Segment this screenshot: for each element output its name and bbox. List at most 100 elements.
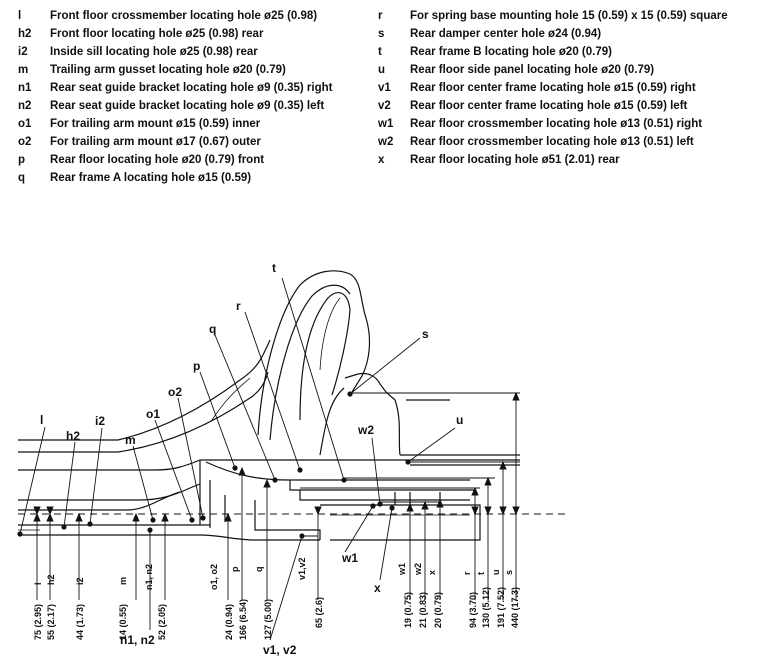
- callout-n1n2: n1, n2: [120, 633, 155, 647]
- legend-row: p Rear floor locating hole ø20 (0.79) fro…: [18, 151, 358, 169]
- legend-row: h2 Front floor locating hole ø25 (0.98) r…: [18, 25, 358, 43]
- legend-code: o1: [18, 118, 32, 130]
- legend-code: p: [18, 154, 26, 166]
- dim-value: 130 (5.12): [481, 587, 491, 628]
- legend-desc: Rear frame B locating hole ø20 (0.79): [410, 46, 612, 58]
- callout-x: x: [374, 581, 381, 595]
- legend-code: v2: [378, 100, 391, 112]
- legend-desc: Trailing arm gusset locating hole ø20 (0…: [50, 64, 286, 76]
- dim-code: v1,v2: [297, 557, 307, 580]
- hole-o2: [200, 515, 206, 521]
- dim-value: 94 (3.70): [468, 592, 478, 628]
- legend-desc: Rear frame A locating hole ø15 (0.59): [50, 172, 252, 184]
- legend-desc: For trailing arm mount ø17 (0.67) outer: [50, 136, 261, 148]
- legend-row: w1 Rear floor crossmember locating hole ø…: [378, 115, 758, 133]
- legend-row: n2 Rear seat guide bracket locating hole …: [18, 97, 358, 115]
- hole-i2: [87, 521, 93, 527]
- legend-code: n2: [18, 100, 32, 112]
- legend-desc: Inside sill locating hole ø25 (0.98) rea…: [50, 46, 258, 58]
- extension-lines: [300, 392, 520, 537]
- hole-h2: [61, 524, 67, 530]
- legend-desc: Rear floor crossmember locating hole ø13…: [410, 118, 703, 130]
- hole-w1: [370, 503, 376, 509]
- dim-value: 24 (0.94): [224, 604, 234, 640]
- legend-code: w1: [378, 118, 394, 130]
- dimension-labels: l 75 (2.95) h2 55 (2.17) i2 44 (1.73) m …: [33, 557, 520, 640]
- legend-code: q: [18, 172, 26, 184]
- hole-x: [389, 505, 395, 511]
- callout-i2: i2: [95, 414, 105, 428]
- dim-value: 75 (2.95): [33, 604, 43, 640]
- dim-value: 52 (2.05): [157, 604, 167, 640]
- dim-value: 21 (0.83): [418, 592, 428, 628]
- legend-row: q Rear frame A locating hole ø15 (0.59): [18, 169, 358, 187]
- dim-code: n1, n2: [144, 564, 154, 590]
- dim-code: s: [504, 570, 514, 575]
- dim-code: h2: [46, 574, 56, 585]
- legend-row: v1 Rear floor center frame locating hole …: [378, 79, 758, 97]
- hole-m: [150, 517, 156, 523]
- legend-code: w2: [378, 136, 394, 148]
- legend-row: n1 Rear seat guide bracket locating hole …: [18, 79, 358, 97]
- callout-w1: w1: [341, 551, 358, 565]
- legend-desc: For spring base mounting hole 15 (0.59) …: [410, 10, 728, 22]
- dim-code: q: [254, 567, 264, 573]
- legend-code: v1: [378, 82, 391, 94]
- legend-code: l: [18, 10, 22, 22]
- dim-value: 65 (2.6): [314, 597, 324, 628]
- hole-l: [17, 531, 23, 537]
- hole-v1v2: [299, 533, 305, 539]
- legend-code: m: [18, 64, 29, 76]
- legend-desc: Rear floor center frame locating hole ø1…: [410, 82, 696, 94]
- dim-value: 20 (0.79): [433, 592, 443, 628]
- dim-value: 191 (7.52): [496, 587, 506, 628]
- hole-q: [272, 477, 278, 483]
- hole-w2: [377, 501, 383, 507]
- hole-u: [405, 459, 411, 465]
- wheel-house-arch: [257, 270, 371, 436]
- callout-labels: l h2 i2 m o1 o2 p q r t s u w2 w1 x n1, …: [40, 261, 463, 657]
- callout-h2: h2: [66, 429, 80, 443]
- dim-value: 166 (6.54): [238, 599, 248, 640]
- legend-desc: Rear seat guide bracket locating hole ø9…: [50, 82, 333, 94]
- legend-row: i2 Inside sill locating hole ø25 (0.98) r…: [18, 43, 358, 61]
- callout-r: r: [236, 299, 241, 313]
- legend-code: u: [378, 64, 386, 76]
- dim-value: 55 (2.17): [46, 604, 56, 640]
- dim-code: l: [33, 582, 43, 585]
- dim-code: p: [230, 566, 240, 572]
- dim-value: 440 (17.3): [510, 587, 520, 628]
- dim-code: w2: [413, 563, 423, 576]
- dimension-lines: [33, 391, 520, 600]
- legend-desc: Rear floor locating hole ø20 (0.79) fron…: [50, 154, 265, 166]
- callout-s: s: [422, 327, 429, 341]
- hole-p: [232, 465, 238, 471]
- legend-desc: Front floor locating hole ø25 (0.98) rea…: [50, 28, 264, 40]
- legend-row: t Rear frame B locating hole ø20 (0.79): [378, 43, 758, 61]
- callout-p: p: [193, 359, 200, 373]
- legend-code: h2: [18, 28, 32, 40]
- callout-v1v2: v1, v2: [263, 643, 297, 657]
- hole-o1: [189, 517, 195, 523]
- legend-code: t: [378, 46, 382, 58]
- legend-desc: Rear seat guide bracket locating hole ø9…: [50, 100, 325, 112]
- hole-s: [347, 391, 353, 397]
- dim-code: r: [462, 571, 472, 575]
- legend-code: n1: [18, 82, 32, 94]
- dim-code: w1: [397, 563, 407, 576]
- callout-o2: o2: [168, 385, 182, 399]
- callout-o1: o1: [146, 407, 160, 421]
- legend-code: i2: [18, 46, 28, 58]
- dim-code: t: [476, 572, 486, 575]
- dim-value: 19 (0.75): [403, 592, 413, 628]
- damper-housing: [344, 372, 401, 456]
- legend-desc: Rear floor center frame locating hole ø1…: [410, 100, 688, 112]
